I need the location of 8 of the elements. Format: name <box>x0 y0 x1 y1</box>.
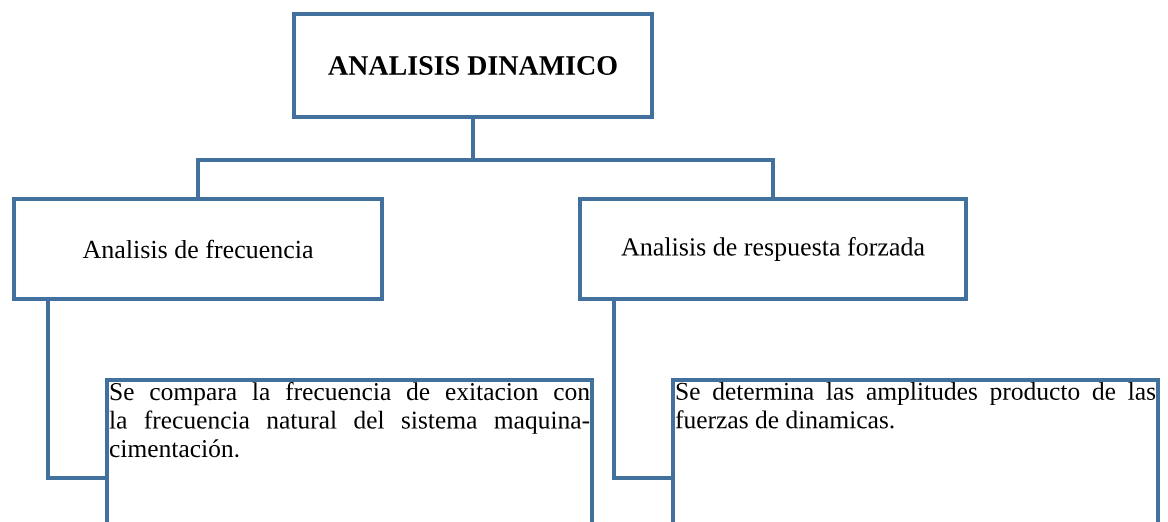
process-box: Analisis de respuesta forzada <box>578 197 968 301</box>
description-box: Se compara la frecuencia de exitacion con la frecuencia natural del sistema maquina-cimentación. <box>105 378 594 522</box>
connector-line <box>471 119 775 197</box>
process-box: Analisis de frecuencia <box>12 197 384 301</box>
process-box: ANALISIS DINAMICO <box>292 12 654 119</box>
connector-line <box>612 301 673 480</box>
description-box: Se determina las amplitudes producto de las fuerzas de dinamicas. <box>671 378 1160 522</box>
connector-line <box>46 301 107 480</box>
